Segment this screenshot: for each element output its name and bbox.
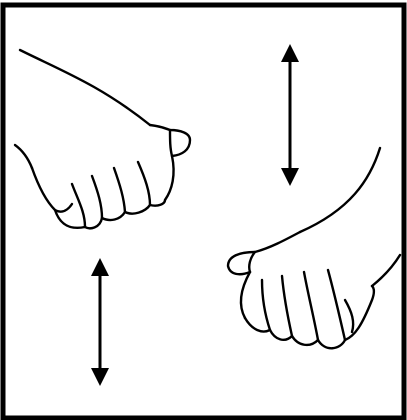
illustration-panel — [0, 0, 407, 420]
illustration-svg — [0, 0, 407, 420]
